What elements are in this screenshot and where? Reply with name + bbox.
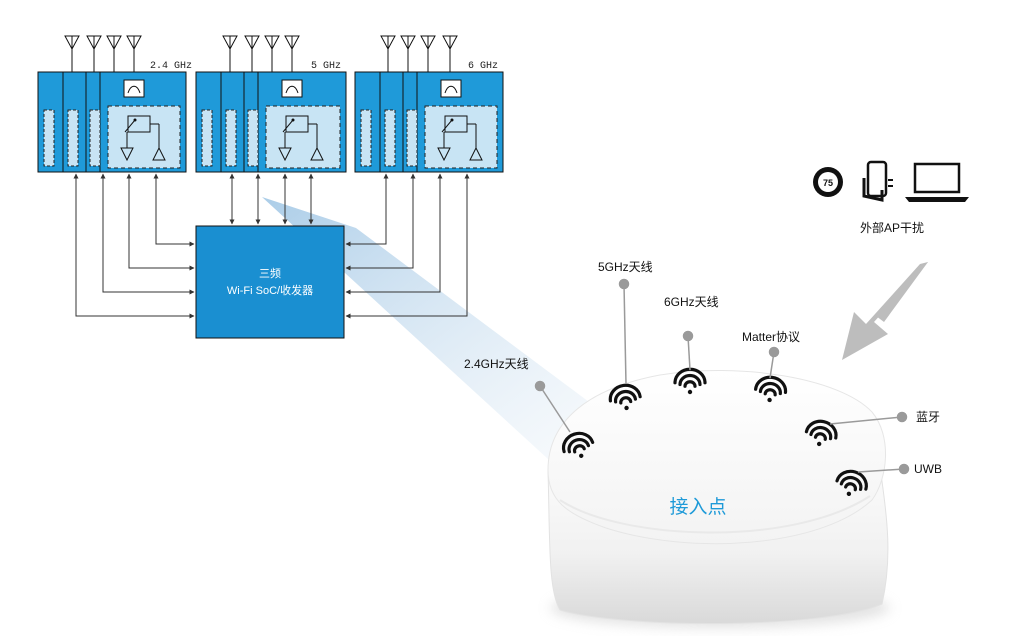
antenna-icons bbox=[64, 35, 458, 72]
wifi-signal-icons bbox=[561, 367, 868, 497]
soc-label-line1: 三频 bbox=[259, 266, 281, 280]
antenna-icon bbox=[400, 35, 416, 72]
band-module-6ghz bbox=[354, 71, 504, 173]
antenna-icon bbox=[86, 35, 102, 72]
callout-matter: Matter协议 bbox=[742, 329, 800, 344]
antenna-icon bbox=[264, 35, 280, 72]
band-label-5ghz: 5 GHz bbox=[311, 61, 341, 72]
tri-band-soc: 三频 Wi-Fi SoC/收发器 bbox=[195, 225, 345, 339]
antenna-icon bbox=[126, 35, 142, 72]
band-label-6ghz: 6 GHz bbox=[468, 61, 498, 72]
antenna-icon bbox=[420, 35, 436, 72]
access-point-label: 接入点 bbox=[669, 496, 726, 518]
callout-6ghz-antenna: 6GHz天线 bbox=[664, 295, 719, 309]
access-point-device: 接入点 bbox=[547, 370, 890, 628]
antenna-icon bbox=[244, 35, 260, 72]
wifi-icon bbox=[608, 383, 642, 411]
callout-uwb: UWB bbox=[914, 462, 942, 476]
wifi-icon bbox=[835, 469, 868, 497]
antenna-icon bbox=[222, 35, 238, 72]
interference-arrow bbox=[842, 262, 928, 360]
smartphone-icon bbox=[862, 160, 893, 202]
antenna-icon bbox=[442, 35, 458, 72]
wifi-icon bbox=[561, 431, 595, 459]
antenna-icon bbox=[380, 35, 396, 72]
antenna-icon bbox=[284, 35, 300, 72]
wifi-icon bbox=[754, 375, 788, 403]
wifi-icon bbox=[804, 419, 838, 447]
laptop-icon bbox=[905, 162, 969, 202]
antenna-icon bbox=[106, 35, 122, 72]
band-module-2-4ghz bbox=[37, 71, 187, 173]
antenna-icon bbox=[64, 35, 80, 72]
rf-front-end-modules bbox=[37, 71, 504, 173]
soc-label-line2: Wi-Fi SoC/收发器 bbox=[227, 283, 313, 297]
callout-5ghz-antenna: 5GHz天线 bbox=[598, 260, 653, 274]
interference-label: 外部AP干扰 bbox=[860, 220, 924, 235]
callout-lines bbox=[534, 278, 910, 475]
signal-connections bbox=[73, 173, 470, 319]
thermostat-value: 75 bbox=[823, 178, 833, 188]
band-module-5ghz bbox=[195, 71, 347, 173]
external-devices: 75 外部AP干扰 bbox=[813, 160, 969, 235]
thermostat-icon: 75 bbox=[813, 167, 843, 197]
callout-2-4ghz-antenna: 2.4GHz天线 bbox=[464, 357, 529, 371]
band-label-2-4ghz: 2.4 GHz bbox=[150, 61, 192, 72]
callout-bluetooth: 蓝牙 bbox=[916, 410, 940, 424]
